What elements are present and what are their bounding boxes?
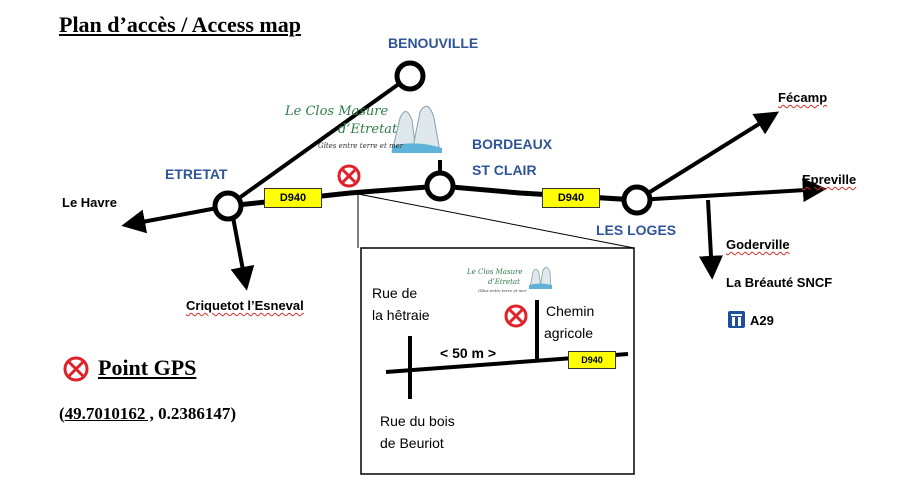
logo-cliff-icon [391, 105, 442, 153]
inset-logo-tagline: Gîtes entre terre et mer [478, 288, 527, 293]
roundabout-etretat [212, 190, 244, 222]
place-fecamp: Fécamp [778, 90, 828, 105]
inset-logo-cliff-icon [529, 267, 552, 289]
roundabout-bordeaux-st-clair [424, 170, 456, 202]
inset-distance: < 50 m > [440, 345, 497, 361]
gps-coordinates: (49.7010162 , 0.2386147) [59, 404, 236, 424]
road-to-le-havre [121, 204, 229, 234]
road-label-d940-right: D940 [542, 188, 600, 208]
logo-tagline: Gîtes entre terre et mer [318, 142, 404, 150]
road-to-benouville [226, 74, 412, 208]
gps-legend-icon [63, 356, 89, 382]
zoom-line [357, 193, 635, 249]
road-label-d940-inset: D940 [568, 351, 616, 369]
place-la-breaute: La Bréauté SNCF [726, 275, 833, 290]
highway-a29: A29 [750, 313, 774, 328]
logo-line1: Le Clos Masure [285, 104, 389, 119]
gps-legend-label: Point GPS [98, 355, 197, 380]
gps-longitude: 0.2386147) [153, 404, 237, 423]
place-epreville: Epreville [802, 172, 857, 187]
logo-line2: d’Etretat [338, 122, 398, 137]
gps-latitude: 49.7010162 , [64, 404, 154, 423]
gps-marker-icon [337, 164, 361, 188]
roundabout-les-loges [621, 184, 653, 216]
inset-rue-hetraie-2: la hêtraie [372, 307, 430, 323]
gps-marker-inset-icon [504, 304, 528, 328]
place-les-loges: LES LOGES [596, 222, 677, 238]
inset-logo-line1: Le Clos Masure [467, 268, 523, 276]
place-etretat: ETRETAT [165, 166, 228, 182]
highway-icon [728, 311, 745, 328]
road-to-epreville [636, 178, 827, 203]
inset-rue-bois-1: Rue du bois [380, 413, 455, 429]
place-bordeaux: BORDEAUX [472, 136, 553, 152]
roundabout-benouville [394, 60, 426, 92]
place-le-havre: Le Havre [62, 195, 117, 210]
place-benouville: BENOUVILLE [388, 35, 479, 51]
place-goderville: Goderville [726, 237, 790, 252]
inset-rue-bois-2: de Beuriot [380, 435, 444, 451]
road-to-criquetot [230, 211, 255, 291]
inset-rue-hetraie-1: Rue de [372, 285, 418, 301]
place-criquetot: Criquetot l’Esneval [186, 298, 304, 313]
inset-chemin-1: Chemin [546, 303, 595, 319]
coords-open: ( [59, 404, 65, 423]
page-title: Plan d’accès / Access map [59, 12, 301, 37]
inset-logo-line2: d’Etretat [488, 278, 520, 286]
inset-chemin-2: agricole [544, 325, 594, 341]
road-to-fecamp [635, 111, 780, 202]
road-label-d940-left: D940 [264, 188, 322, 208]
place-st-clair: ST CLAIR [472, 162, 537, 178]
road-to-goderville [698, 199, 723, 280]
